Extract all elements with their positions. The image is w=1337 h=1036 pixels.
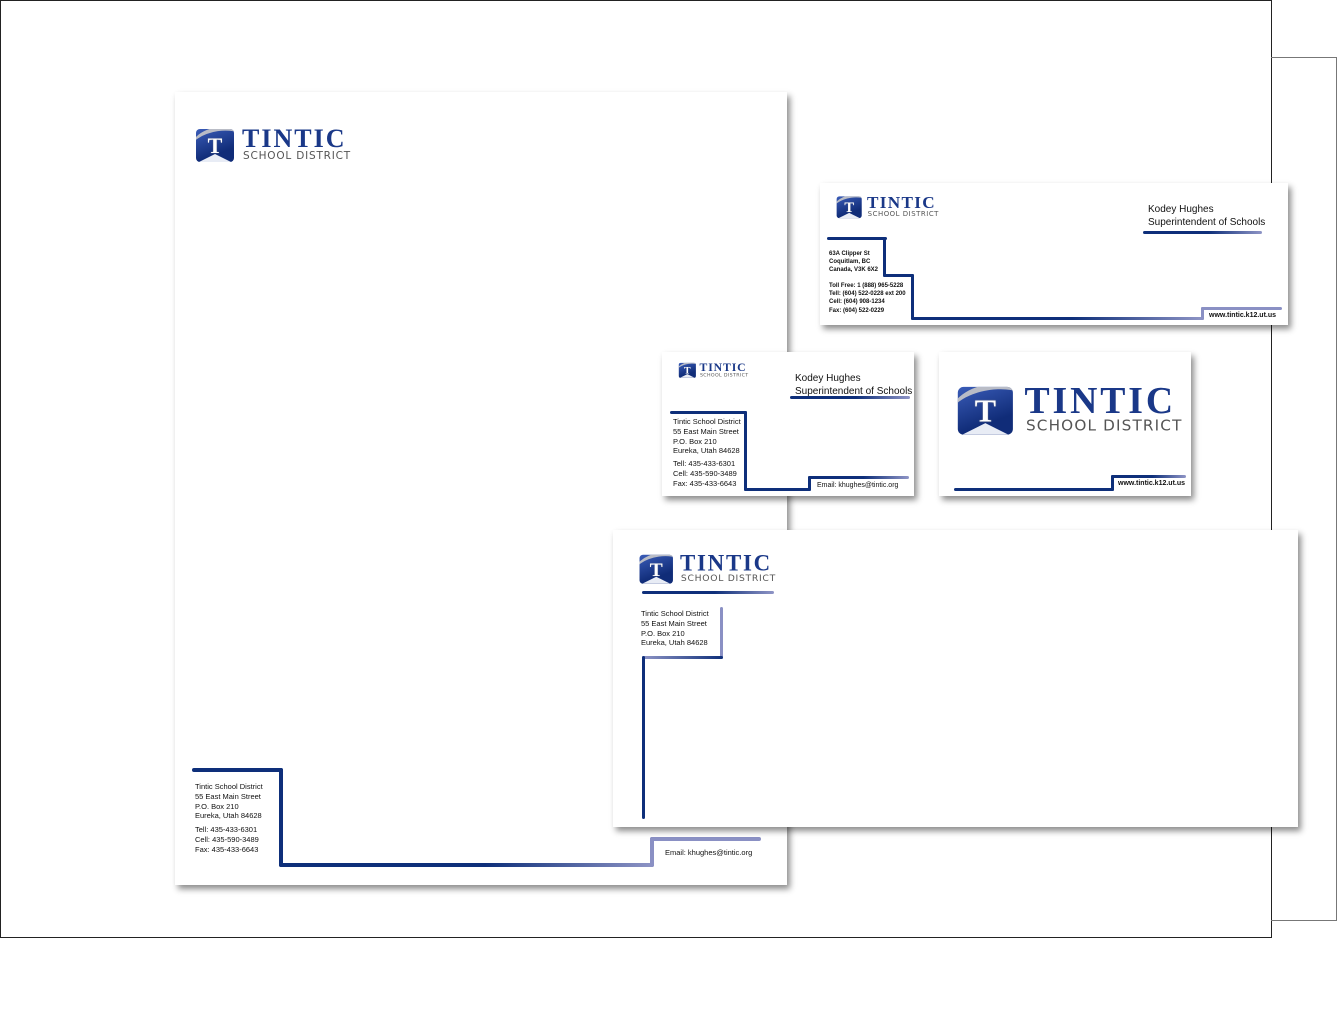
envelope-url: www.tintic.k12.ut.us	[1209, 312, 1277, 319]
rule	[1143, 231, 1262, 234]
rule	[883, 237, 886, 277]
card-url: www.tintic.k12.ut.us	[1118, 480, 1186, 487]
rule	[744, 411, 747, 491]
artboard-frame	[0, 0, 1272, 938]
envelope-small	[820, 183, 1288, 325]
rule	[790, 396, 910, 399]
rule	[808, 476, 909, 479]
rule	[911, 274, 914, 320]
letterhead-email: Email: khughes@tintic.org	[665, 848, 753, 857]
rule	[279, 863, 654, 867]
rule	[808, 476, 811, 491]
logo-subtitle: SCHOOL DISTRICT	[243, 150, 352, 162]
rule	[827, 237, 887, 240]
rule	[720, 607, 723, 659]
logo: T TINTIC SCHOOL DISTRICT	[192, 124, 350, 165]
rule	[954, 488, 1114, 491]
rule	[192, 768, 283, 772]
business-card-front	[662, 352, 914, 496]
logo-title: TINTIC	[242, 124, 347, 153]
rule	[642, 591, 774, 594]
rule	[1201, 307, 1204, 320]
rule	[650, 837, 654, 867]
rule	[883, 274, 914, 277]
logo-icon: T	[196, 129, 234, 162]
rule	[279, 768, 283, 867]
rule	[1111, 475, 1186, 478]
envelope-large	[613, 530, 1298, 827]
rule	[1201, 307, 1282, 310]
rule	[642, 656, 723, 659]
rule	[744, 488, 811, 491]
rule	[642, 656, 645, 819]
card-email: Email: khughes@tintic.org	[817, 482, 899, 489]
rule	[670, 411, 747, 414]
rule	[1111, 475, 1114, 491]
rule	[650, 837, 761, 841]
rule	[911, 317, 1204, 320]
